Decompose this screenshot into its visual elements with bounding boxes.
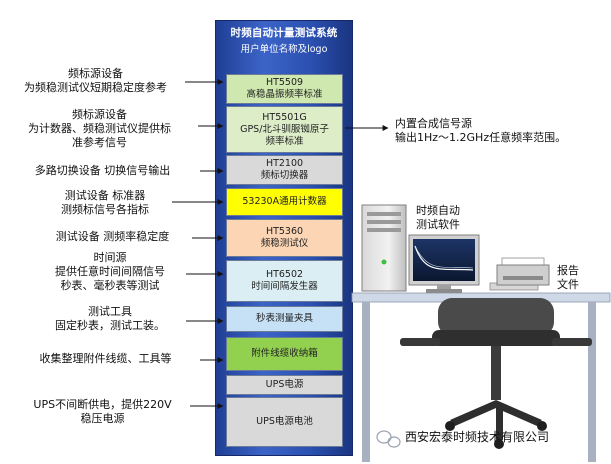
- unit-line: 频稳测试仪: [260, 238, 309, 249]
- label-ups-desc: UPS不间断供电，提供220V 稳压电源: [5, 398, 200, 426]
- unit-cable-box: 附件线缆收纳箱: [226, 337, 343, 371]
- office-chair-icon: [400, 298, 592, 449]
- unit-line: GPS/北斗驯服铷原子: [240, 123, 329, 135]
- unit-line: 频标切换器: [260, 170, 309, 181]
- unit-ht2100: HT2100 频标切换器: [226, 155, 343, 185]
- label-line: 时频自动: [416, 204, 460, 217]
- printer-icon: [496, 257, 550, 286]
- unit-line: 时间间隔发生器: [251, 281, 318, 292]
- label-freq-source-1: 频标源设备 为频稳测试仪短期稳定度参考: [8, 67, 183, 95]
- unit-line: HT2100: [265, 158, 304, 169]
- label-line: 收集整理附件线缆、工具等: [39, 352, 172, 365]
- unit-line: UPS电源: [265, 379, 304, 390]
- unit-fixture: 秒表测量夹具: [226, 306, 343, 332]
- label-line: 内置合成信号源: [395, 117, 472, 130]
- label-line: 时间源: [93, 251, 127, 264]
- unit-line: UPS电源电池: [256, 416, 313, 427]
- label-line: 输出1Hz～1.2GHz任意频率范围。: [395, 131, 567, 144]
- label-collect: 收集整理附件线缆、工具等: [8, 352, 203, 366]
- monitor-icon: [408, 234, 480, 293]
- unit-line: HT5501G: [262, 111, 307, 123]
- label-line: 测试软件: [416, 218, 460, 231]
- label-line: 准参考信号: [72, 136, 127, 149]
- label-line: 多路切换设备 切换信号输出: [34, 164, 171, 177]
- label-test-stability: 测试设备 测频率稳定度: [25, 230, 200, 244]
- label-synth: 内置合成信号源 输出1Hz～1.2GHz任意频率范围。: [395, 117, 566, 145]
- unit-ht5360: HT5360 频稳测试仪: [226, 219, 343, 257]
- label-line: 频标源设备: [68, 67, 123, 80]
- unit-line: 附件线缆收纳箱: [251, 348, 318, 359]
- label-line: 固定秒表，测试工装。: [55, 319, 165, 332]
- unit-ups-battery: UPS电源电池: [226, 397, 343, 447]
- label-line: 为计数器、频稳测试仪提供标: [28, 122, 171, 135]
- label-line: 报告: [557, 264, 579, 277]
- label-report: 报告 文件: [557, 264, 579, 292]
- label-time-source: 时间源 提供任意时间间隔信号 秒表、毫秒表等测试: [35, 251, 185, 293]
- unit-line: 高稳晶振频率标准: [246, 89, 323, 100]
- label-freq-source-2: 频标源设备 为计数器、频稳测试仪提供标 准参考信号: [2, 108, 197, 150]
- rack-title: 时频自动计量测试系统: [230, 27, 338, 39]
- label-line: 提供任意时间间隔信号: [55, 265, 165, 278]
- unit-ht5501g: HT5501G GPS/北斗驯服铷原子 频率标准: [226, 106, 343, 153]
- unit-ups: UPS电源: [226, 375, 343, 395]
- label-software: 时频自动 测试软件: [416, 204, 460, 232]
- label-line: 文件: [557, 278, 579, 291]
- label-line: 测试设备 标准器: [64, 189, 146, 202]
- label-line: 频标源设备: [72, 108, 127, 121]
- wechat-icon: [376, 430, 401, 448]
- unit-line: HT5509: [265, 77, 304, 88]
- unit-line: 秒表测量夹具: [255, 313, 313, 324]
- unit-line: 频率标准: [265, 135, 304, 147]
- label-line: 测试设备 测频率稳定度: [55, 230, 170, 243]
- unit-line: HT5360: [265, 226, 304, 237]
- unit-line: HT6502: [265, 269, 304, 280]
- label-line: UPS不间断供电，提供220V: [33, 398, 172, 411]
- unit-ht5509: HT5509 高稳晶振频率标准: [226, 74, 343, 104]
- rack-subtitle: 用户单位名称及logo: [240, 44, 328, 55]
- computer-tower-icon: [361, 204, 407, 292]
- label-test-std: 测试设备 标准器 测频标信号各指标: [40, 189, 170, 217]
- label-line: 秒表、毫秒表等测试: [60, 279, 160, 292]
- label-line: 测频标信号各指标: [61, 203, 149, 216]
- label-line: 为频稳测试仪短期稳定度参考: [24, 81, 167, 94]
- unit-ht6502: HT6502 时间间隔发生器: [226, 260, 343, 302]
- unit-line: 53230A通用计数器: [242, 196, 327, 207]
- company-watermark: 西安宏泰时频技术有限公司: [405, 430, 550, 444]
- unit-counter: 53230A通用计数器: [226, 188, 343, 216]
- label-test-tool: 测试工具 固定秒表，测试工装。: [35, 305, 185, 333]
- label-switch: 多路切换设备 切换信号输出: [5, 164, 200, 178]
- keyboard-icon: [489, 282, 539, 291]
- label-line: 测试工具: [88, 305, 132, 318]
- label-line: 稳压电源: [80, 412, 125, 425]
